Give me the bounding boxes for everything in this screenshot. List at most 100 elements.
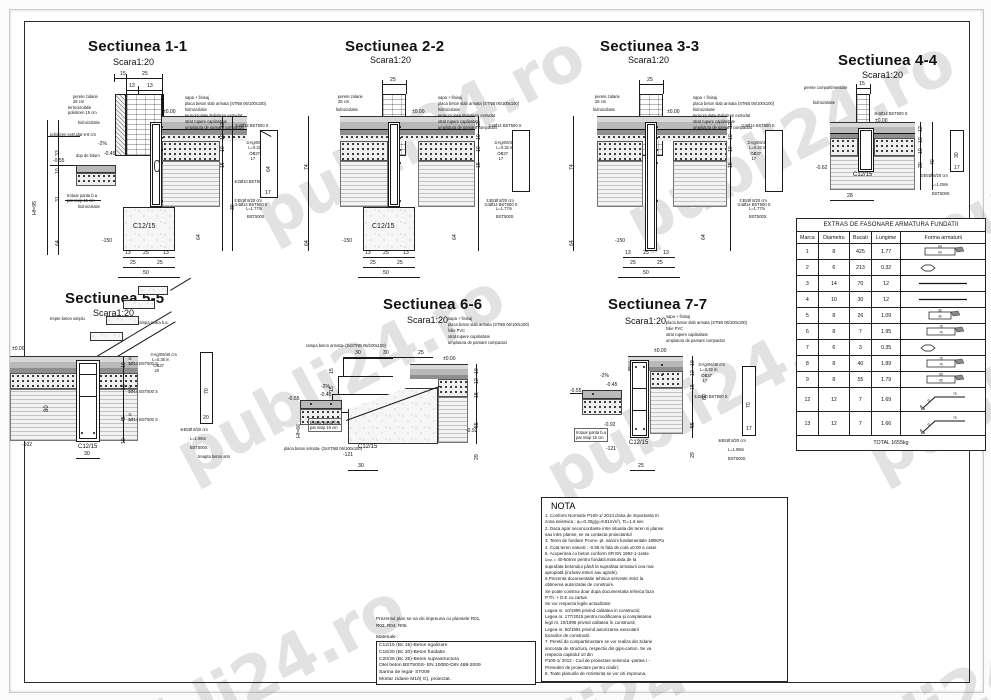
level-m062: -0.62 bbox=[816, 165, 828, 171]
nota-line: 5. Acoperirea cu beton conform SR EN 199… bbox=[545, 550, 649, 556]
stirrup-shape bbox=[950, 130, 964, 172]
legend-line: strat rupere capilaritate bbox=[448, 333, 490, 339]
legend-line: sapa + finisaj bbox=[666, 314, 691, 319]
svg-text:65: 65 bbox=[939, 373, 943, 377]
cell-bucati: 55 bbox=[849, 371, 872, 388]
nota-line: sau intre planse, se va contacta proiect… bbox=[545, 531, 632, 537]
concrete-grade: C12/15 bbox=[853, 172, 873, 178]
dim: 10 bbox=[121, 362, 127, 368]
dim: 15 bbox=[859, 81, 865, 87]
concrete-grade: C12/15 bbox=[133, 223, 156, 230]
stirrup-shape bbox=[260, 130, 278, 198]
dim: 10 bbox=[220, 146, 226, 152]
svg-text:70: 70 bbox=[939, 330, 943, 334]
stirrup-shape bbox=[200, 352, 213, 424]
material-line: Otel beton BST500S- EN 10080-DIN 488-200… bbox=[379, 663, 481, 669]
callout-partition: perete compartimentare bbox=[804, 85, 848, 90]
dim: 33 bbox=[55, 150, 61, 156]
dim: 15 bbox=[474, 392, 480, 398]
dim: 10 bbox=[728, 134, 734, 140]
dim: 25 bbox=[157, 260, 163, 266]
nota-line: obtinerea autorizatiei de construire. bbox=[545, 582, 615, 588]
legend-line: placa beton slab armata (STNB 06/100x100… bbox=[438, 100, 520, 106]
cell-lungime: 1.66 bbox=[870, 411, 902, 436]
callout-text: 25 cm bbox=[595, 99, 607, 105]
section-5-5: Sectiunea 5-5 Scara1:20 trepte beton sim… bbox=[10, 272, 300, 482]
straight-bar-icon bbox=[919, 282, 968, 285]
stirrup-note: treapta beton arm bbox=[198, 454, 231, 459]
dim: 31 bbox=[55, 196, 61, 202]
cell-diametru: 8 bbox=[817, 243, 851, 260]
section-7-7-scale: Scara1:20 bbox=[625, 316, 667, 326]
level-m150: -150 bbox=[342, 238, 353, 244]
dim-hf: Hf=95 bbox=[32, 201, 38, 215]
dim: 13 bbox=[663, 250, 669, 256]
stirrup-spec: ⑥EtrØ 8/20 cm bbox=[180, 427, 208, 432]
section-6-6: Sectiunea 6-6 Scara1:20 sapa + finisaj p… bbox=[284, 288, 548, 488]
dim: 74 bbox=[304, 164, 310, 170]
dim: 12 bbox=[918, 126, 924, 132]
legend-line: sapa + finisaj bbox=[693, 95, 718, 100]
section-1-1: Sectiunea 1-1 Scara1:20 15 25 13 13 bbox=[10, 10, 310, 280]
section-2-2-scale: Scara1:20 bbox=[370, 55, 412, 65]
material-line: C16/20 (Bc 20)-Beton fundatie bbox=[379, 649, 446, 655]
dim: 55 bbox=[690, 422, 696, 428]
concrete-grade: C12/15 bbox=[78, 444, 98, 450]
svg-text:65: 65 bbox=[939, 378, 943, 382]
straight-bar-icon bbox=[919, 298, 968, 301]
dim: 13 bbox=[129, 83, 135, 89]
rebar-label-3: ③4Ø14 BST500 S bbox=[234, 202, 268, 207]
dim: 45 bbox=[121, 416, 127, 422]
nota-line: P.Th. + D.E cu cartus. bbox=[545, 595, 588, 601]
agrafa-icon bbox=[920, 344, 936, 352]
dim: 10 bbox=[918, 148, 924, 154]
dim-height: 80 bbox=[44, 405, 50, 412]
col-marca: Marca bbox=[796, 231, 819, 244]
nota-line: 2. Daca apar neconcordante intre situati… bbox=[545, 525, 664, 531]
dim: 25 bbox=[390, 77, 396, 83]
legend-line: hidroizolatie bbox=[438, 106, 460, 112]
section-5-5-scale: Scara1:20 bbox=[93, 308, 135, 318]
cell-forma bbox=[900, 339, 986, 356]
dim: 13 bbox=[625, 250, 631, 256]
level-m055: -0.55 bbox=[288, 396, 300, 402]
stirrup-spec: ①EtrØ 8/20 cm bbox=[234, 198, 262, 203]
dim: 17 bbox=[746, 426, 752, 432]
section-6-6-title: Sectiunea 6-6 bbox=[383, 296, 483, 313]
section-3-3-title: Sectiunea 3-3 bbox=[600, 38, 700, 55]
cell-bucati: 30 bbox=[849, 291, 872, 308]
cell-diametru: 8 bbox=[817, 323, 851, 340]
legend-line: placa beton slab armata (STNB 06/100x100… bbox=[448, 321, 530, 327]
cell-lungime: 1.89 bbox=[870, 355, 902, 372]
level-m055: -0.55 bbox=[570, 388, 582, 394]
dim: 10 bbox=[121, 438, 127, 444]
stirrup-steel: BST500S bbox=[932, 191, 950, 196]
callout-slab: placa beton armata- (2xSTNB 06/100x100) bbox=[284, 446, 363, 451]
level-m092: -0.92 bbox=[466, 428, 478, 434]
cell-diametru: 10 bbox=[817, 291, 851, 308]
nota-line: P100-1/ 2013 - Cod de proiectare seismic… bbox=[545, 658, 650, 664]
stirrup-steel: BST500S bbox=[247, 214, 265, 219]
stirrup-len: L=1.09m bbox=[932, 182, 949, 187]
level-zero: ±0.00 bbox=[654, 348, 667, 354]
cell-bucati: 3 bbox=[849, 339, 872, 356]
rebar-label-2: ②Agr06/40 cm L=0.32 m OB37 17 bbox=[747, 140, 774, 162]
callout-hydro: hidroizolatie bbox=[336, 107, 358, 112]
legend-line: sapa + finisaj bbox=[448, 316, 473, 321]
dim: 64 bbox=[55, 240, 61, 246]
dim: 25 bbox=[383, 250, 389, 256]
dim: 10 bbox=[690, 360, 696, 366]
section-7-7-title: Sectiunea 7-7 bbox=[608, 296, 708, 313]
legend-line: hidroizolatie bbox=[185, 106, 207, 112]
cell-diametru: 6 bbox=[817, 259, 851, 276]
nota-line: 4. Cota teren natural : -0.55 m fata de … bbox=[545, 544, 658, 550]
svg-text:70: 70 bbox=[939, 362, 943, 366]
rebar-label-2: ②Agr06/40 cm L=0.32 m OB37 17 bbox=[698, 362, 725, 384]
plan-note-line2: R02, R04, R05. bbox=[376, 622, 408, 628]
